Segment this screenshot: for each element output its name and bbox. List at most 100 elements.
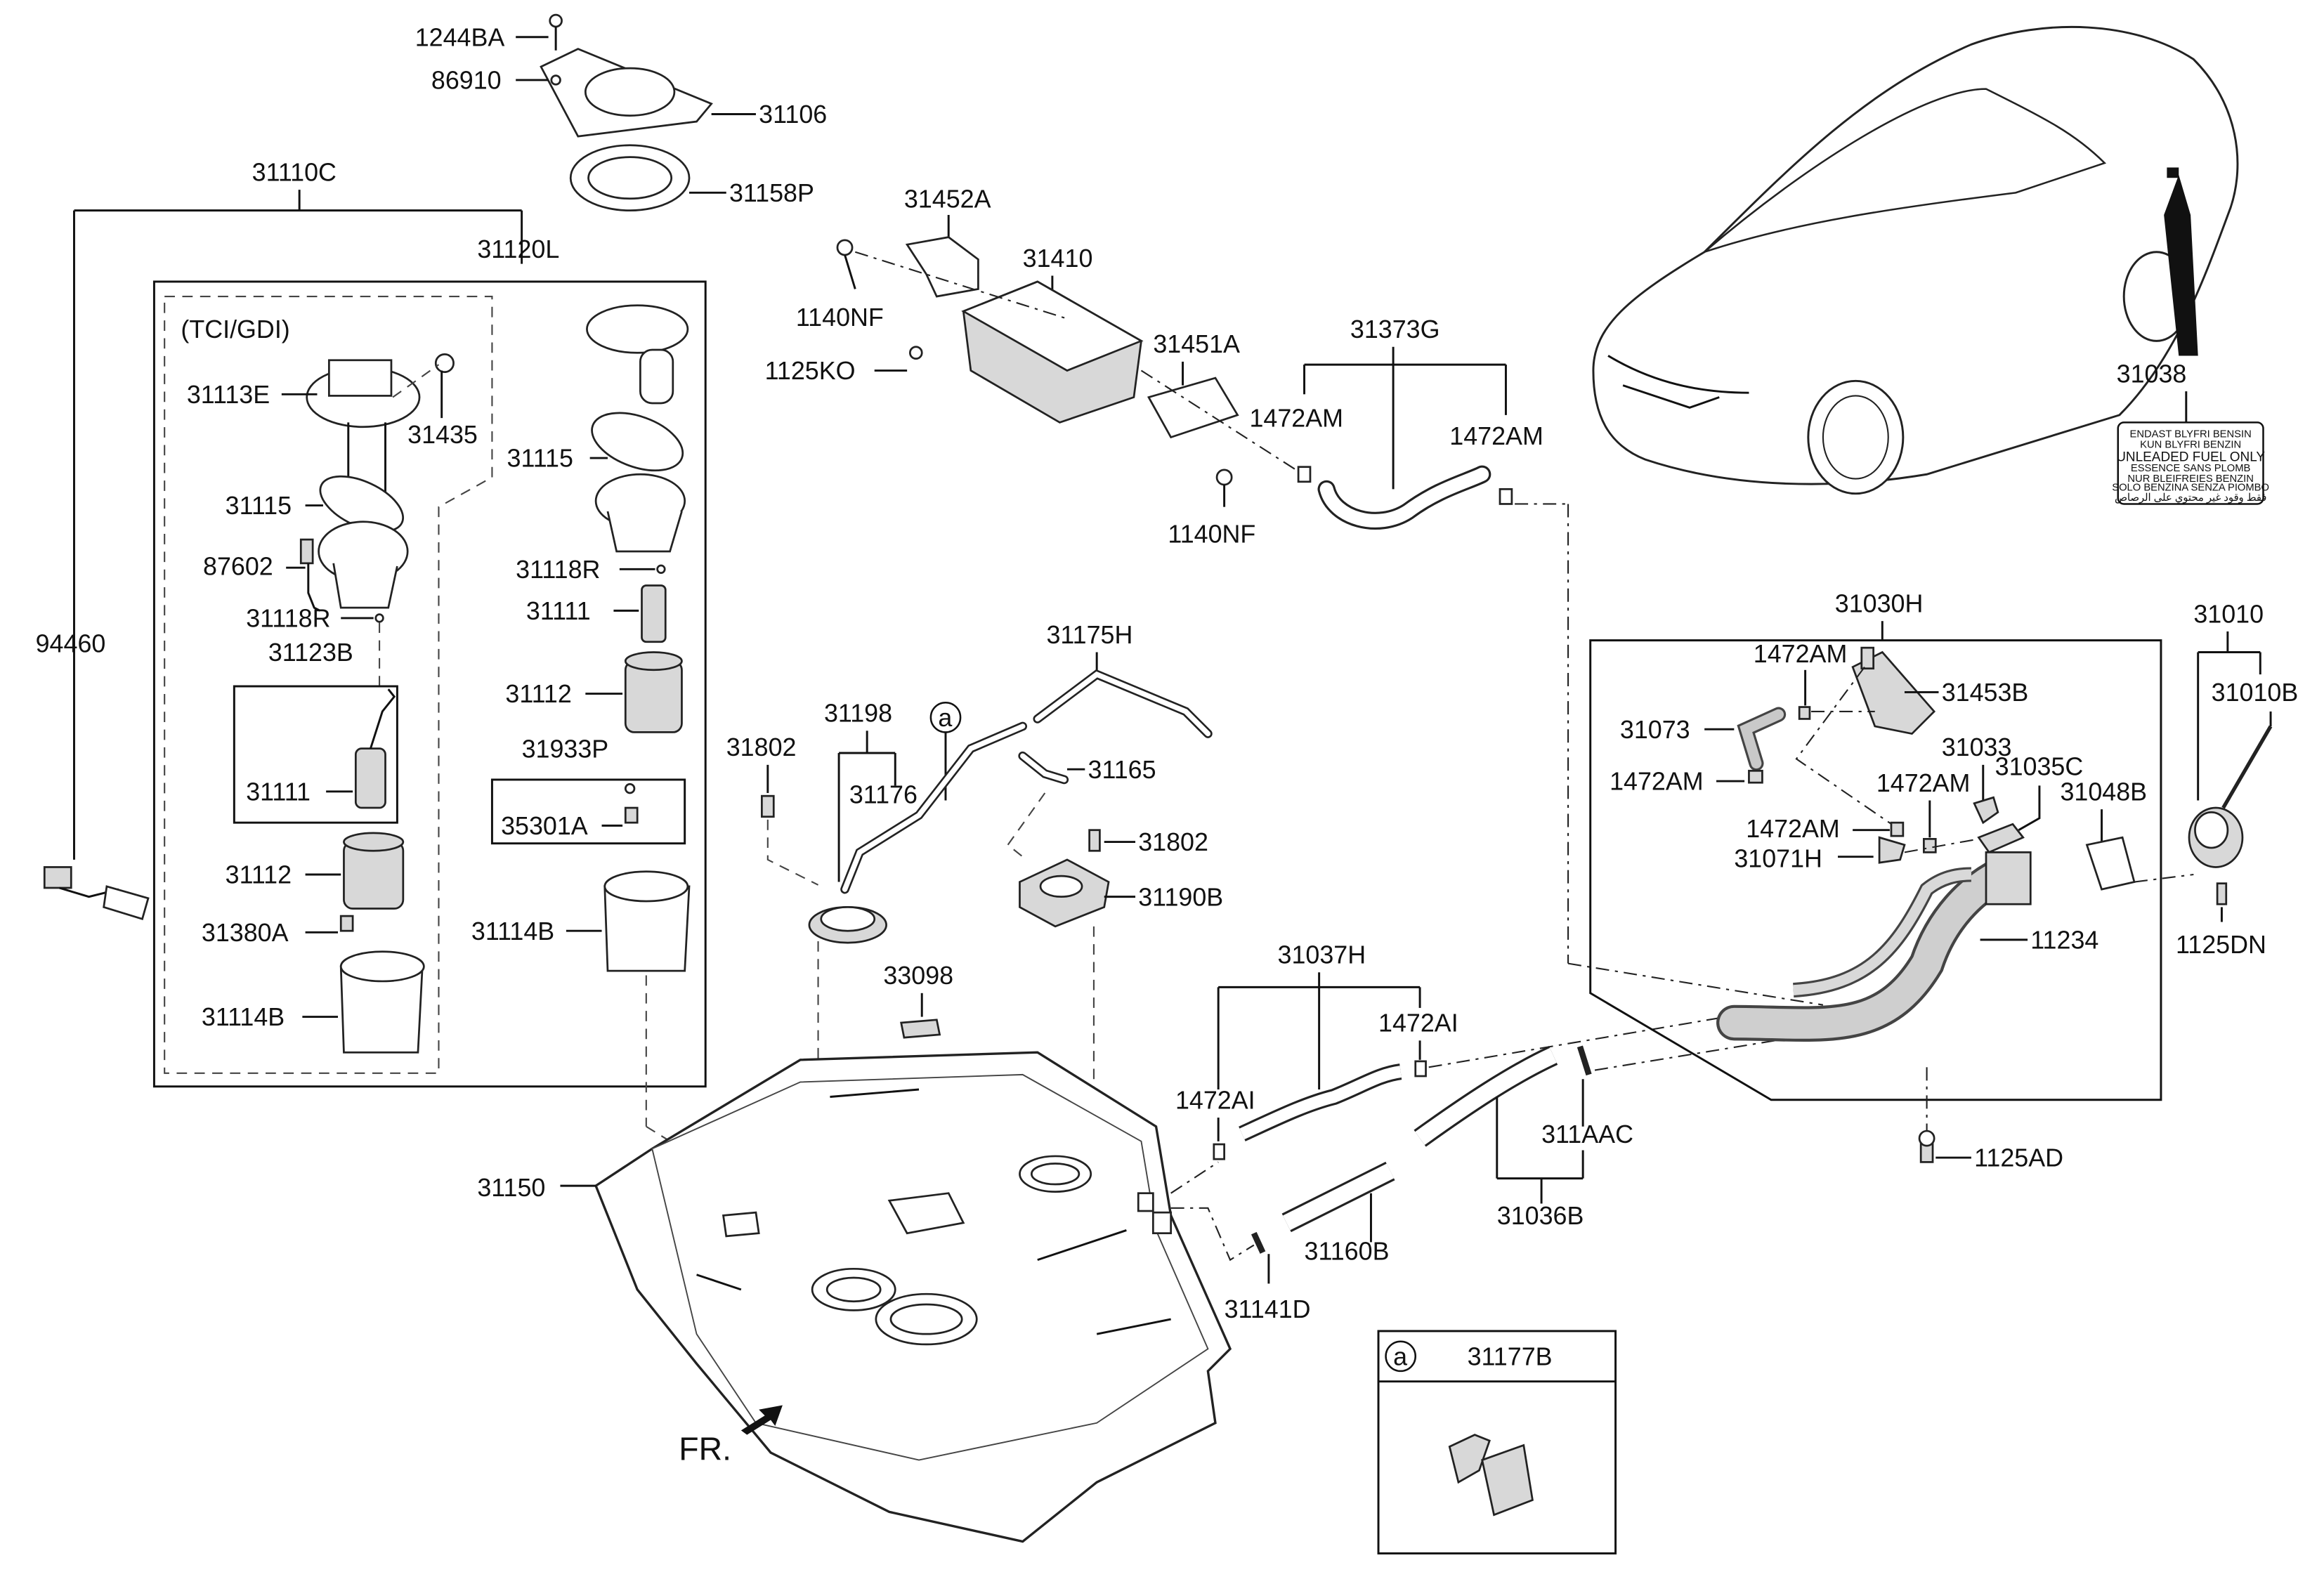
fuel-label-line-6: SOLO BENZINA SENZA PIOMBO [2112, 482, 2269, 493]
31123B-group-box [233, 685, 398, 824]
callout-31175H: 31175H [1046, 621, 1132, 649]
fuel-label-line-3: UNLEADED FUEL ONLY [2116, 450, 2265, 464]
inset-a-marker: a [1393, 1342, 1407, 1370]
callout-31073: 31073 [1620, 716, 1690, 744]
fuel-label-line-1: ENDAST BLYFRI BENSIN [2130, 429, 2252, 440]
rollover-valve-31453B [1851, 646, 1936, 735]
callout-31177B: 31177B [1468, 1342, 1553, 1370]
filler-hose-31036B [1415, 1047, 1557, 1146]
callout-31452A: 31452A [904, 185, 991, 213]
reservoir-top-tci [299, 520, 409, 609]
front-arrow-icon [740, 1405, 783, 1435]
filler-hose-31160B [1283, 1163, 1395, 1231]
callout-86910: 86910 [431, 67, 502, 95]
fuel-label-line-5: NUR BLEIFREIES BENZIN [2127, 473, 2253, 485]
pump-module-box [152, 280, 707, 1088]
fuel-label-line-4: ESSENCE SANS PLOMB [2131, 463, 2251, 474]
unleaded-fuel-label: ENDAST BLYFRI BENSIN KUN BLYFRI BENZIN U… [2112, 421, 2269, 505]
callout-31373G: 31373G [1350, 315, 1440, 343]
vehicle-illustration [1592, 25, 2239, 495]
callout-1472AM-left: 1472AM [1610, 768, 1704, 796]
tci-gdi-label: (TCI/GDI) [181, 315, 289, 343]
front-label: FR. [679, 1431, 731, 1467]
callout-11234: 11234 [2030, 927, 2098, 955]
vent-hose-31073 [1739, 709, 1784, 769]
callout-1472AM-canister-left: 1472AM [1249, 405, 1343, 433]
callout-31111-right: 31111 [526, 597, 591, 625]
callout-31802-right: 31802 [1138, 828, 1208, 856]
callout-1125KO: 1125KO [765, 357, 856, 385]
reservoir-tci [339, 950, 425, 1054]
callout-31106: 31106 [759, 100, 827, 129]
filler-neck-assembly-box [1589, 639, 2162, 1101]
callout-31115-left: 31115 [226, 492, 292, 520]
fuel-filter-tci [343, 832, 405, 910]
clip-33098 [900, 1019, 941, 1039]
callout-1472AI-right: 1472AI [1378, 1009, 1458, 1037]
evap-canister [961, 280, 1144, 424]
callout-33098: 33098 [883, 962, 953, 990]
callout-31380A: 31380A [202, 919, 289, 947]
callout-31150: 31150 [477, 1174, 545, 1202]
callout-31933P: 31933P [522, 735, 609, 763]
callout-1472AM-canister-right: 1472AM [1449, 422, 1543, 450]
filler-gasket-31048B [2085, 836, 2136, 891]
inset-31177B: a 31177B [1377, 1330, 1617, 1554]
callout-31176: 31176 [849, 781, 918, 809]
callout-311AAC: 311AAC [1541, 1120, 1633, 1148]
hose-31165 [1019, 753, 1067, 783]
callout-31114B-right: 31114B [471, 917, 554, 945]
callout-31036B: 31036B [1497, 1202, 1584, 1230]
callout-31435: 31435 [407, 421, 478, 449]
callout-31112-right: 31112 [505, 680, 571, 708]
callout-31111-left: 31111 [246, 778, 311, 806]
31933P-group-box [490, 778, 686, 845]
callout-1244BA: 1244BA [415, 23, 505, 51]
fuel-label-line-2: KUN BLYFRI BENZIN [2140, 439, 2241, 450]
callout-35301A: 35301A [501, 812, 588, 840]
fuel-pump-std [641, 584, 667, 643]
fuel-tank [594, 1051, 1232, 1543]
callout-31110C: 31110C [252, 158, 337, 186]
callout-31037H: 31037H [1278, 941, 1366, 969]
callout-31113E: 31113E [187, 381, 270, 409]
fuel-tube-31175H [1035, 671, 1211, 737]
fuel-tube-31176 [842, 724, 1026, 892]
callout-1140NF-bottom: 1140NF [1168, 520, 1255, 548]
callout-31198: 31198 [824, 700, 892, 728]
callout-1125DN: 1125DN [2176, 931, 2266, 959]
callout-31071H: 31071H [1734, 844, 1822, 872]
callout-31120L: 31120L [477, 235, 559, 263]
vapor-hose [1319, 467, 1489, 528]
inset-marker-a-text: a [938, 704, 952, 732]
callout-31453B: 31453B [1942, 679, 2029, 707]
callout-31802-left: 31802 [726, 733, 797, 761]
callout-31010B: 31010B [2212, 679, 2299, 707]
front-direction-indicator: FR. [679, 1405, 783, 1467]
tci-gdi-variant-box [164, 295, 493, 1074]
fuel-label-line-7: فقط وقود غير محتوي على الرصاص [2115, 492, 2266, 504]
callout-31114B-left: 31114B [202, 1003, 285, 1031]
callout-1472AI-left: 1472AI [1175, 1086, 1255, 1114]
canister-bracket-lower [1147, 377, 1239, 439]
pump-flange-std [586, 304, 689, 405]
callout-94460: 94460 [36, 629, 106, 657]
callout-1472AM-lower: 1472AM [1746, 815, 1840, 843]
fuel-pump-tci [354, 688, 396, 809]
fuel-filter-std [624, 651, 683, 733]
cover-plate-assembly [540, 13, 713, 212]
clip-31177B [1448, 1434, 1534, 1517]
callout-1472AM-mid: 1472AM [1876, 769, 1971, 797]
callout-31118R-right: 31118R [516, 556, 600, 584]
callout-31112-left: 31112 [226, 861, 292, 889]
canister-bracket [905, 236, 979, 298]
callout-31010: 31010 [2193, 600, 2264, 628]
callout-31030H: 31030H [1835, 589, 1924, 617]
pump-flange-tci [306, 359, 421, 497]
callout-31160B: 31160B [1305, 1238, 1390, 1266]
reservoir-top-std [594, 473, 686, 553]
filler-neck-pipe [1716, 851, 2032, 1042]
callout-31035C: 31035C [1995, 753, 2084, 781]
